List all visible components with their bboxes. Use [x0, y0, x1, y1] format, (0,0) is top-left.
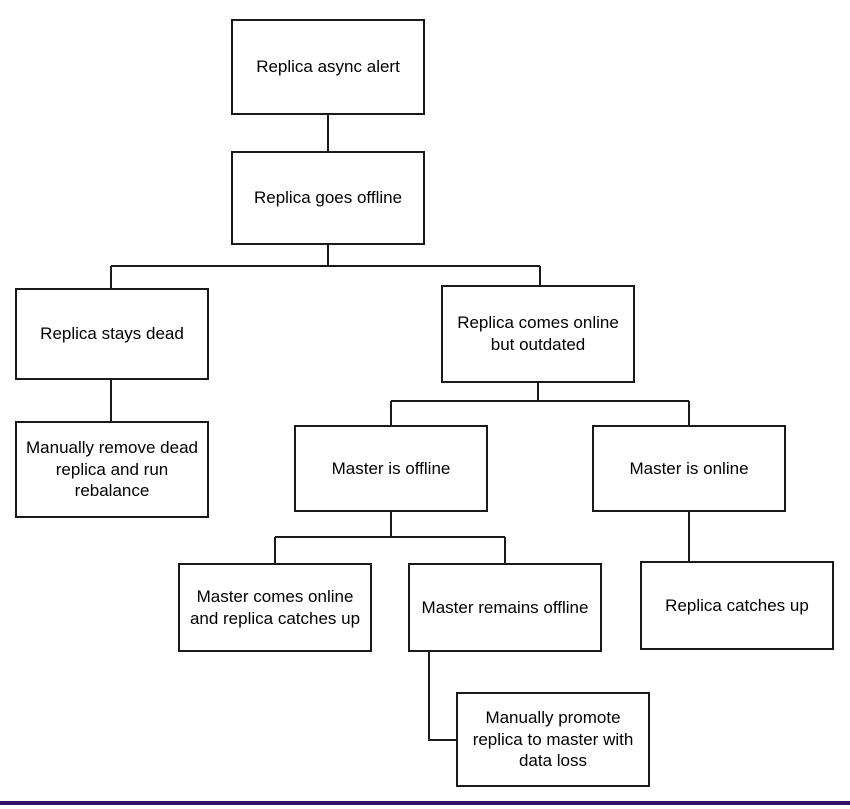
- edge-remains-offline-to-promote: [428, 652, 456, 741]
- node-label: Replica stays dead: [40, 324, 184, 344]
- node-label: Replica goes offline: [253, 188, 403, 208]
- node-replica-stays-dead[interactable]: Replica stays dead: [15, 288, 209, 380]
- node-replica-goes-offline[interactable]: Replica goes offline: [231, 151, 425, 245]
- footer-rule: [0, 801, 850, 805]
- node-master-remains-offline[interactable]: Master remains offline: [408, 563, 602, 652]
- node-replica-catches-up[interactable]: Replica catches up: [640, 561, 834, 650]
- node-label: Master remains offline: [421, 597, 589, 617]
- node-master-is-online[interactable]: Master is online: [592, 425, 786, 512]
- node-label: Replica async alert: [256, 57, 400, 77]
- node-label: Master is offline: [331, 458, 451, 478]
- node-label: Replica catches up: [665, 595, 809, 615]
- node-master-is-offline[interactable]: Master is offline: [294, 425, 488, 512]
- node-replica-async-alert[interactable]: Replica async alert: [231, 19, 425, 115]
- node-label: Master is online: [629, 458, 749, 478]
